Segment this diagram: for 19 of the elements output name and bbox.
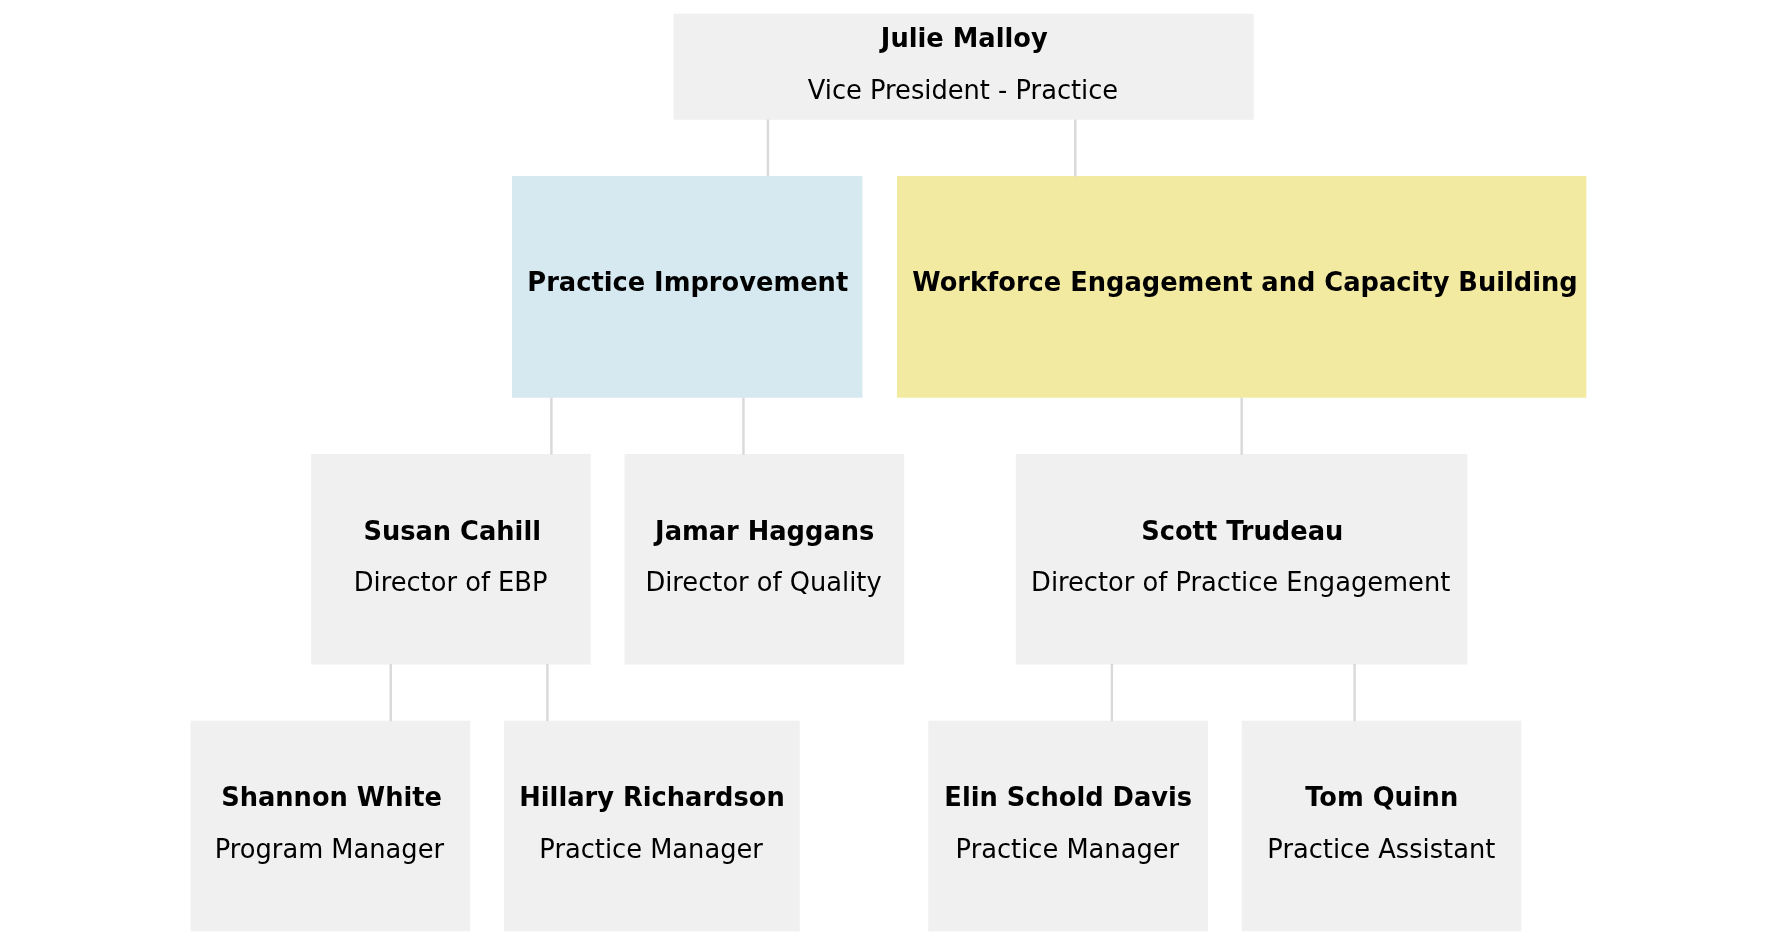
node-box: Jamar Haggans Director of Quality <box>624 454 904 665</box>
connector <box>1239 397 1243 455</box>
connector <box>1110 663 1113 722</box>
connector <box>545 663 549 722</box>
node-box: Workforce Engagement and Capacity Building <box>896 176 1586 398</box>
node-box: Julie Malloy Vice President - Practice <box>673 13 1254 120</box>
connector <box>389 663 392 722</box>
node-box: Scott Trudeau Director of Practice Engagement <box>1015 454 1467 665</box>
connector <box>1352 663 1356 722</box>
node-box: Shannon White Program Manager <box>190 720 470 932</box>
connector <box>1073 119 1077 177</box>
node-box: Tom Quinn Practice Assistant <box>1241 720 1521 932</box>
connector <box>766 119 769 177</box>
connector <box>741 397 745 455</box>
node-box: Susan Cahill Director of EBP <box>310 454 591 665</box>
node-box: Practice Improvement <box>511 176 862 398</box>
node-box: Elin Schold Davis Practice Manager <box>927 720 1208 932</box>
node-box: Hillary Richardson Practice Manager <box>503 720 800 932</box>
connector <box>549 397 553 455</box>
